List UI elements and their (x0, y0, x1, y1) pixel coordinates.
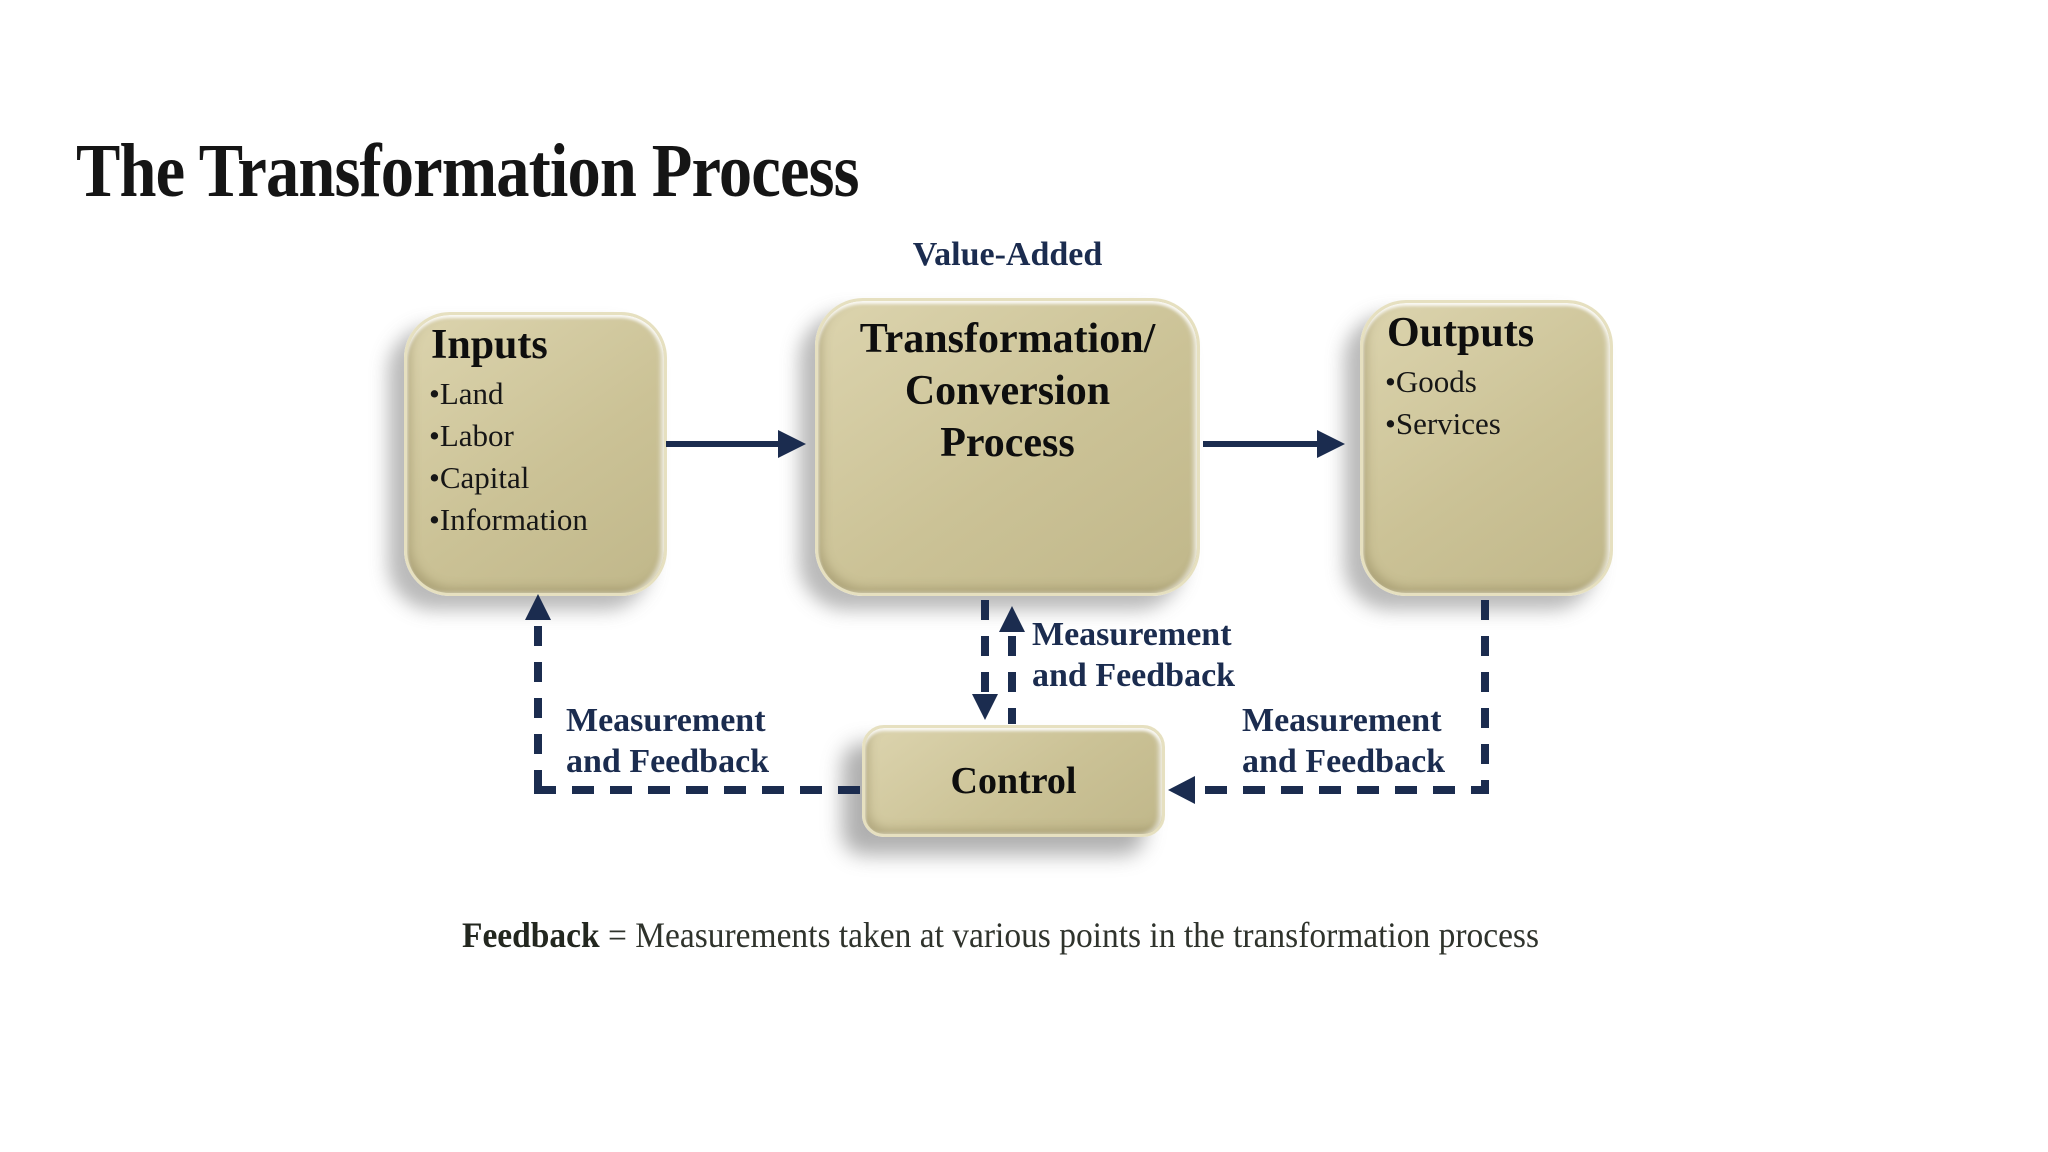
feedback-label-middle-line2: and Feedback (1032, 657, 1236, 694)
dashed-line-horizontal (1205, 786, 1489, 794)
inputs-heading: Inputs (431, 322, 548, 368)
arrow-right-icon (1317, 430, 1345, 458)
outputs-heading: Outputs (1387, 310, 1535, 356)
dashed-line (1008, 636, 1016, 724)
slide-title: The Transformation Process (76, 129, 859, 213)
dashed-line-horizontal (534, 786, 862, 794)
outputs-item-services: •Services (1385, 406, 1501, 441)
feedback-label-middle-line1: Measurement (1032, 616, 1232, 653)
feedback-note: Feedback = Measurements taken at various… (462, 914, 1539, 956)
inputs-item-labor: •Labor (429, 418, 514, 453)
outputs-box: Outputs •Goods •Services (1360, 300, 1613, 596)
feedback-label-right-line2: and Feedback (1242, 743, 1446, 780)
arrow-line (1203, 441, 1319, 447)
inputs-box: Inputs •Land •Labor •Capital •Informatio… (404, 312, 667, 596)
arrow-right-icon (778, 430, 806, 458)
transformation-box: Transformation/ Conversion Process (815, 298, 1200, 596)
feedback-note-definition: = Measurements taken at various points i… (599, 915, 1539, 955)
inputs-item-information: •Information (429, 502, 588, 537)
inputs-item-capital: •Capital (429, 460, 530, 495)
control-box: Control (862, 725, 1165, 837)
value-added-label: Value-Added (912, 236, 1103, 273)
outputs-item-goods: •Goods (1385, 364, 1477, 399)
arrow-up-icon (999, 606, 1025, 632)
feedback-label-right: Measurement and Feedback (1242, 700, 1445, 782)
inputs-item-land: •Land (429, 376, 504, 411)
arrow-down-icon (972, 694, 998, 720)
feedback-label-left-line1: Measurement (566, 702, 766, 739)
dashed-line-vertical (534, 626, 542, 794)
feedback-note-term: Feedback (462, 915, 600, 955)
transformation-heading-line3: Process (940, 420, 1075, 466)
transformation-heading-line2: Conversion (904, 368, 1111, 414)
dashed-line (981, 600, 989, 694)
outputs-list: •Goods •Services (1385, 361, 1501, 445)
feedback-label-right-line1: Measurement (1242, 702, 1442, 739)
control-label: Control (950, 760, 1077, 802)
transformation-heading-line1: Transformation/ (859, 316, 1156, 362)
feedback-label-left-line2: and Feedback (566, 743, 770, 780)
arrow-line (666, 441, 780, 447)
dashed-line-vertical (1481, 600, 1489, 794)
arrow-left-icon (1168, 776, 1195, 804)
feedback-label-left: Measurement and Feedback (566, 700, 769, 782)
inputs-list: •Land •Labor •Capital •Information (429, 373, 588, 541)
transformation-heading: Transformation/ Conversion Process (818, 313, 1197, 469)
feedback-label-middle: Measurement and Feedback (1032, 614, 1235, 696)
arrow-up-icon (525, 594, 551, 620)
